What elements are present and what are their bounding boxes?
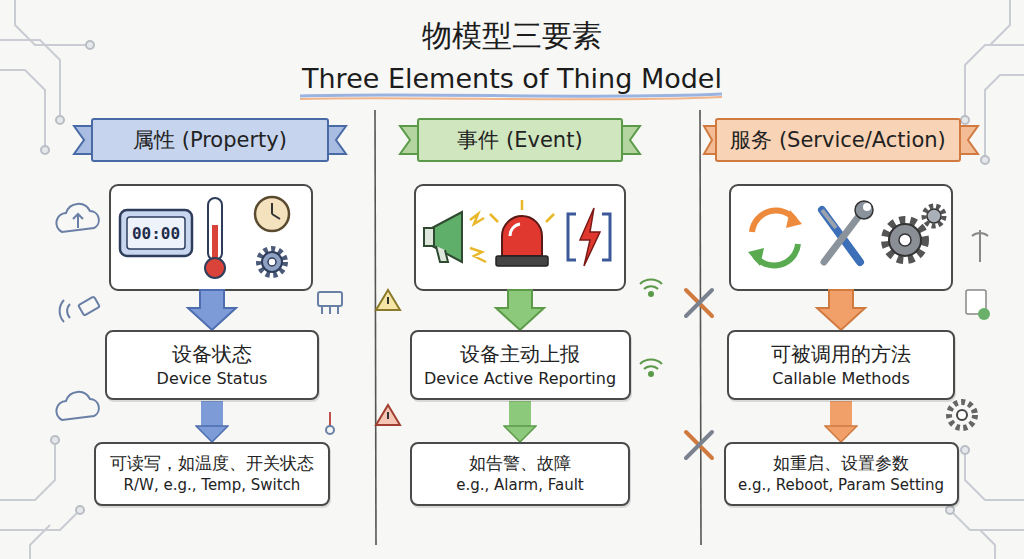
box-heading: 可读写，如温度、开关状态	[110, 453, 314, 474]
box-subtext: e.g., Alarm, Fault	[456, 476, 584, 495]
ribbon-tails	[74, 126, 978, 154]
box-subtext: R/W, e.g., Temp, Switch	[124, 476, 301, 495]
header-banner: 属性 (Property)	[91, 118, 329, 162]
banner-title: 服务 (Service/Action)	[730, 127, 946, 153]
box-subtext: e.g., Reboot, Param Setting	[738, 476, 944, 495]
box-heading: 设备主动上报	[460, 342, 580, 367]
clock-icon	[255, 197, 289, 231]
process-box: 如告警、故障 e.g., Alarm, Fault	[410, 442, 630, 506]
banner-title: 事件 (Event)	[457, 127, 582, 153]
megaphone-icon	[424, 212, 486, 262]
cloud-icon	[56, 204, 99, 420]
thermometer-icon	[205, 198, 225, 278]
siren-icon	[490, 200, 554, 266]
flow-arrow	[201, 401, 223, 426]
flow-arrow	[817, 290, 865, 330]
trace-pads	[41, 41, 989, 514]
diagram-subtitle: Three Elements of Thing Model	[302, 63, 722, 94]
process-box: 设备主动上报Device Active Reporting	[410, 330, 631, 400]
tools-icon	[822, 201, 873, 262]
header-banner: 事件 (Event)	[417, 118, 623, 162]
flow-arrow	[188, 290, 236, 330]
header-banner: 服务 (Service/Action)	[715, 118, 961, 162]
title-underline	[300, 97, 722, 100]
process-box: 设备状态Device Status	[105, 330, 319, 400]
flow-arrow	[830, 401, 852, 426]
gear-icon	[259, 249, 285, 275]
box-subtext: Callable Methods	[772, 369, 910, 389]
diagram-title: 物模型三要素	[422, 16, 602, 57]
wifi-icon	[640, 280, 662, 376]
flow-arrow	[496, 290, 544, 330]
display-readout: 00:00	[132, 224, 180, 243]
tool-margin-icon	[686, 290, 712, 458]
side-gear-icon	[949, 230, 990, 428]
refresh-icon	[748, 210, 802, 266]
box-heading: 如告警、故障	[469, 453, 571, 474]
title-underline	[300, 94, 722, 96]
warning-icon	[376, 290, 400, 425]
box-heading: 可被调用的方法	[771, 342, 911, 367]
column-divider	[700, 110, 701, 545]
gears-icon	[885, 206, 944, 260]
box-subtext: Device Status	[157, 369, 268, 389]
process-box: 可被调用的方法Callable Methods	[727, 330, 955, 400]
sensor-icon	[60, 292, 342, 434]
box-subtext: Device Active Reporting	[424, 369, 616, 389]
box-heading: 如重启、设置参数	[773, 453, 909, 474]
process-box: 如重启、设置参数 e.g., Reboot, Param Setting	[724, 442, 959, 506]
flow-arrow	[509, 401, 531, 426]
banner-title: 属性 (Property)	[133, 127, 287, 153]
lcd-display-icon	[120, 210, 192, 256]
icon-frame	[110, 185, 952, 290]
box-heading: 设备状态	[172, 342, 252, 367]
column-divider	[375, 110, 376, 545]
process-box: 可读写，如温度、开关状态 R/W, e.g., Temp, Switch	[94, 442, 330, 506]
power-fault-icon	[568, 208, 610, 266]
